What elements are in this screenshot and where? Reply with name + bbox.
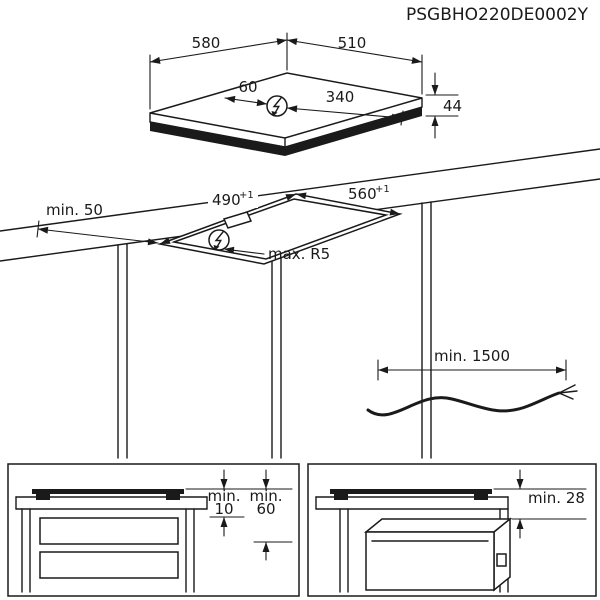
hob-profile [330,489,492,494]
document-code: PSGBHO220DE0002Y [406,5,589,25]
side-clearance-view-oven: min. 28 [307,463,597,597]
oven-top [363,518,513,533]
cutout-edge-clearance-label: min. 50 [46,201,103,219]
oven-gap-label: min. 28 [528,489,585,507]
cutout-width-label: 490 [212,191,241,209]
side-clearance-view-drawers: min. 10 min. 60 [7,463,300,597]
worktop-perspective [0,148,600,459]
drawer-front [39,551,179,579]
hob-conn-left-label: 60 [238,78,257,96]
hob-conn-right-label: 340 [326,88,355,106]
electric-connection-icon [208,229,230,251]
hob-width-label: 580 [192,34,221,52]
drawer-gap-value-2: 60 [256,500,275,518]
hob-body [150,107,422,156]
drawer-gap-min-label-1: min. [207,487,240,505]
electric-connection-icon [266,95,288,117]
worktop-cutout-view: 490 +1 560 +1 min. 50 max. R5 [36,184,403,265]
mains-cable [366,391,561,417]
hob-top-view: 580 510 60 340 44 [149,32,462,156]
drawer-gap-min-label-2: min. [249,487,282,505]
cutout-radius-label: max. R5 [268,245,330,263]
drawer-gap-value-1: 10 [214,500,233,518]
cutout-depth-tolerance-label: +1 [375,184,390,195]
cable-length-label: min. 1500 [434,347,510,365]
cutout-width-tolerance-label: +1 [239,190,254,201]
drawer-front [39,517,179,545]
mains-terminal-box [222,211,253,229]
cable-strand [558,392,574,400]
hob-height-label: 44 [443,97,462,115]
cable-strand [558,390,578,394]
cutout-depth-label: 560 [348,185,377,203]
cable-length-diagram: min. 1500 [366,347,578,417]
cable-strand [558,384,576,394]
hob-profile [32,489,184,494]
hob-depth-label: 510 [338,34,367,52]
